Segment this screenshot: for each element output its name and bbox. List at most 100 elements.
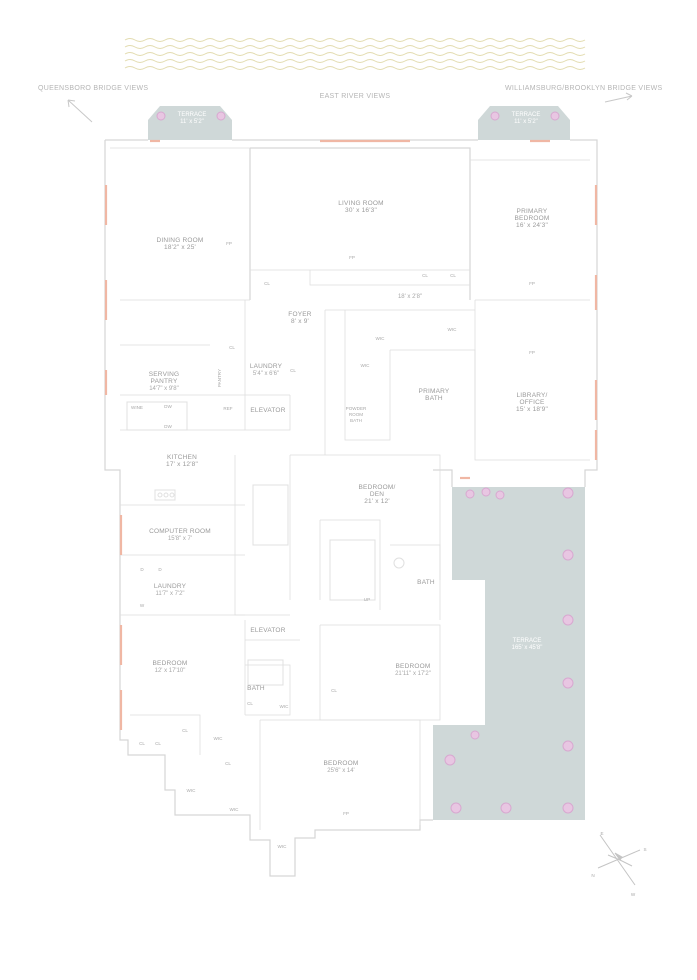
bedroom-bottom-name: BEDROOM: [324, 760, 359, 767]
cl-label: CL: [290, 368, 296, 373]
primary-bath-name2: BATH: [425, 395, 443, 402]
terrace-large-dim: 165' x 45'8": [512, 645, 543, 651]
terrace-right-name: TERRACE: [512, 112, 541, 118]
fp-label: FP: [343, 811, 349, 816]
cl-label: CL: [225, 761, 231, 766]
terrace-large-area: [433, 487, 585, 820]
terrace-plants: [444, 487, 574, 814]
williamsburg-arrow-icon: [604, 92, 633, 103]
queensboro-arrow-icon: [67, 99, 93, 123]
elevator-lower: ELEVATOR: [250, 627, 285, 634]
primary-bedroom-dim: 16' x 24'3": [516, 222, 548, 229]
primary-bath-name1: PRIMARY: [419, 388, 450, 395]
library-name2: OFFICE: [519, 399, 544, 406]
laundry-small-name: LAUNDRY: [250, 363, 283, 370]
bedroom-bottom-dim: 25'6" x 14': [327, 768, 354, 774]
bedroom-den-name2: DEN: [370, 491, 384, 498]
powder-room-line3: BATH: [350, 418, 362, 423]
compass-e: E: [600, 831, 603, 836]
cl-label: CL: [139, 741, 145, 746]
dw-label: DW: [164, 404, 172, 409]
plant-icon: [156, 111, 166, 121]
computer-room-dim: 15'8" x 7': [168, 536, 192, 542]
powder-room-line1: POWDER: [346, 406, 367, 411]
cl-label: CL: [229, 345, 235, 350]
wic-label: WIC: [376, 336, 386, 341]
stair-details: [126, 401, 405, 686]
d-label: D: [158, 567, 162, 572]
plant-icon: [216, 111, 226, 121]
pantry-label: PANTRY: [217, 369, 222, 387]
compass-s: S: [643, 847, 646, 852]
laundry-lower-dim: 11'7" x 7'2": [155, 591, 184, 597]
bedroom-den-dim: 21' x 12': [364, 498, 390, 505]
cl-label: CL: [331, 688, 337, 693]
library-name1: LIBRARY/: [516, 392, 547, 399]
bedroom-left-dim: 12' x 17'10": [155, 668, 186, 674]
bath-lower: BATH: [247, 685, 265, 692]
walls: [104, 139, 598, 877]
dining-room-dim: 18'2" x 25': [164, 244, 196, 251]
water-pattern: [124, 38, 586, 70]
wic-label: WIC: [187, 788, 197, 793]
bedroom-mid-dim: 21'11" x 17'2": [395, 671, 431, 677]
terrace-left-dim: 11' x 5'2": [180, 119, 204, 125]
d-label: D: [140, 567, 144, 572]
plant-icon: [490, 111, 500, 121]
bath-mid: BATH: [417, 579, 435, 586]
cl-label: CL: [247, 701, 253, 706]
living-room-dim: 30' x 16'3": [345, 207, 377, 214]
cl-label: CL: [182, 728, 188, 733]
windows: [104, 139, 598, 730]
ref-label: REF: [223, 406, 232, 411]
bedroom-mid-name: BEDROOM: [396, 663, 431, 670]
laundry-lower-name: LAUNDRY: [154, 583, 187, 590]
serving-pantry-name2: PANTRY: [151, 378, 178, 385]
serving-pantry-dim: 14'7" x 9'8": [149, 386, 179, 392]
foyer-dim: 8' x 9': [291, 318, 309, 325]
library-dim: 15' x 18'9": [516, 406, 548, 413]
terrace-right-dim: 11' x 5'2": [514, 119, 538, 125]
cl-label: CL: [450, 273, 456, 278]
wic-label: WIC: [361, 363, 371, 368]
plant-icon: [550, 111, 560, 121]
bedroom-den-name1: BEDROOM/: [359, 484, 396, 491]
williamsburg-view-label: WILLIAMSBURG/BROOKLYN BRIDGE VIEWS: [505, 85, 663, 92]
computer-room-name: COMPUTER ROOM: [149, 528, 211, 535]
serving-pantry-name1: SERVING: [149, 371, 180, 378]
wic-label: WIC: [448, 327, 458, 332]
elevator-upper: ELEVATOR: [250, 407, 285, 414]
wic-label: WIC: [214, 736, 224, 741]
wic-label: WIC: [230, 807, 240, 812]
east-river-view-label: EAST RIVER VIEWS: [320, 93, 391, 100]
fp-label: FP: [349, 255, 355, 260]
dw-label: DW: [164, 424, 172, 429]
kitchen-dim: 17' x 12'8": [166, 461, 198, 468]
bedroom-left-name: BEDROOM: [153, 660, 188, 667]
living-room-name: LIVING ROOM: [338, 200, 384, 207]
terrace-left-area: [148, 106, 232, 140]
queensboro-view-label: QUEENSBORO BRIDGE VIEWS: [38, 85, 148, 92]
compass-n: N: [591, 873, 594, 878]
cl-label: CL: [155, 741, 161, 746]
wic-label: WIC: [280, 704, 290, 709]
primary-bedroom-name1: PRIMARY: [517, 208, 548, 215]
fp-label: FP: [529, 350, 535, 355]
primary-bedroom-name2: BEDROOM: [515, 215, 550, 222]
terrace-left-name: TERRACE: [178, 112, 207, 118]
terrace-right-area: [478, 106, 570, 140]
fp-label: FP: [226, 241, 232, 246]
kitchen-name: KITCHEN: [167, 454, 197, 461]
gallery-dim: 18' x 2'8": [398, 294, 422, 300]
compass-rose-icon: [597, 834, 641, 886]
fp-label: FP: [529, 281, 535, 286]
dining-room-name: DINING ROOM: [157, 237, 204, 244]
compass-w: W: [631, 892, 636, 897]
terrace-large-name: TERRACE: [513, 638, 542, 644]
foyer-name: FOYER: [288, 311, 311, 318]
w-label: W: [140, 603, 145, 608]
wic-label: WIC: [278, 844, 288, 849]
cl-label: CL: [422, 273, 428, 278]
wine-label: WINE: [131, 405, 143, 410]
